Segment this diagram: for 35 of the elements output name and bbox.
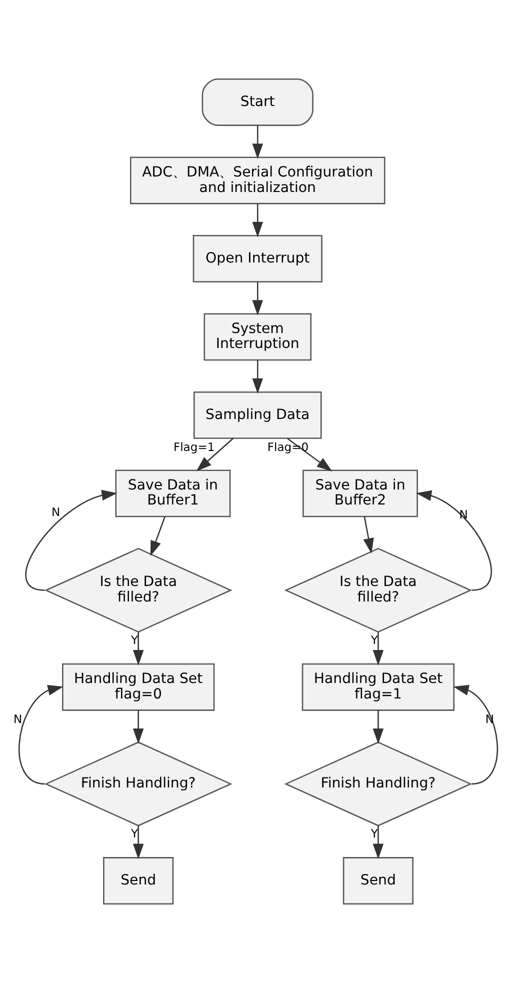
arrow <box>150 516 166 556</box>
node-box: Save Data in Buffer2 <box>302 469 418 517</box>
arrow <box>252 281 264 315</box>
edge-label: Y <box>130 632 138 646</box>
node-box: ADC、DMA、Serial Configuration and initialization <box>130 156 386 204</box>
node-diamond: Is the Data filled? <box>284 547 472 632</box>
arrow <box>132 632 144 665</box>
node-box: Sampling Data <box>194 390 322 438</box>
arrow <box>196 437 234 471</box>
arrow <box>25 489 118 590</box>
node-box: Handling Data Set flag=1 <box>302 662 455 710</box>
arrow <box>252 203 264 237</box>
arrow <box>416 490 492 590</box>
node-box: Send <box>342 856 414 904</box>
node-box: Save Data in Buffer1 <box>115 469 231 517</box>
edge-label: N <box>52 504 60 518</box>
edge-label: Flag=1 <box>173 439 215 454</box>
arrow <box>453 684 498 784</box>
arrow <box>252 124 264 159</box>
node-box: Open Interrupt <box>192 234 322 282</box>
arrow <box>132 710 144 744</box>
edge-label: Y <box>130 826 138 840</box>
node-diamond: Is the Data filled? <box>44 547 232 632</box>
arrow <box>252 360 264 394</box>
node-box: Handling Data Set flag=0 <box>62 662 215 710</box>
edge-label: N <box>14 711 22 726</box>
node-box: Start <box>202 78 314 126</box>
arrow <box>18 684 64 784</box>
node-diamond: Finish Handling? <box>44 741 232 826</box>
arrow <box>363 516 374 554</box>
node-box: Send <box>103 856 174 904</box>
arrow <box>372 710 384 744</box>
node-diamond: Finish Handling? <box>284 741 472 826</box>
node-box: System Interruption <box>204 312 312 360</box>
arrow <box>132 825 144 859</box>
